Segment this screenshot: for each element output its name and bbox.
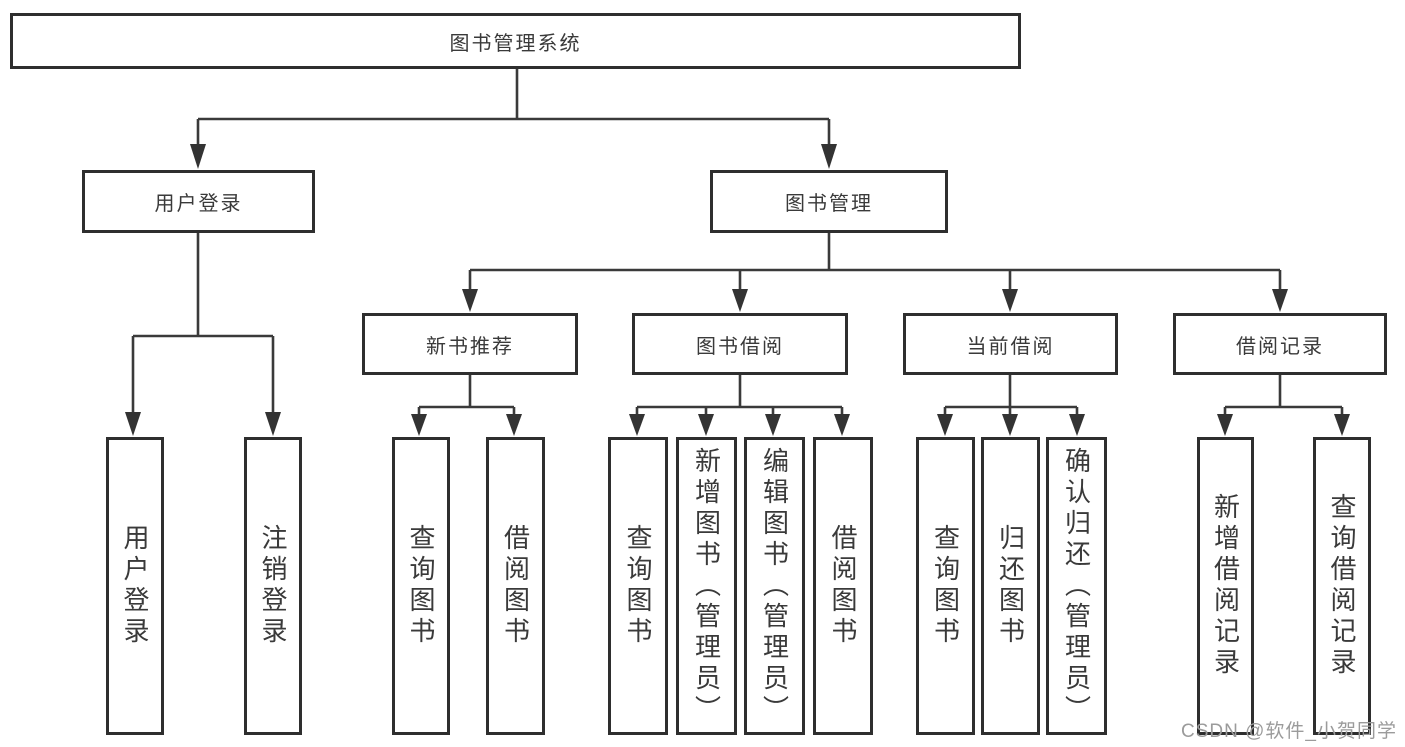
node-leaf-add-borrow-record: 新增借阅记录 bbox=[1197, 437, 1254, 735]
node-borrow-records-label: 借阅记录 bbox=[1236, 335, 1324, 358]
node-leaf-logout-label: 注销登录 bbox=[258, 524, 288, 648]
node-leaf-add-books-admin-label: 新增图书（管理员） bbox=[691, 446, 722, 726]
node-leaf-return-books-label: 归还图书 bbox=[995, 524, 1026, 648]
node-book-borrow: 图书借阅 bbox=[632, 313, 848, 375]
node-leaf-borrow-books: 借阅图书 bbox=[813, 437, 873, 735]
node-current-borrow-label: 当前借阅 bbox=[966, 335, 1055, 358]
node-leaf-add-books-admin: 新增图书（管理员） bbox=[676, 437, 737, 735]
node-library-system-label: 图书管理系统 bbox=[449, 32, 582, 55]
node-user-login-label: 用户登录 bbox=[154, 193, 243, 215]
node-leaf-query-books-borrow-label: 查询图书 bbox=[623, 524, 653, 648]
node-current-borrow: 当前借阅 bbox=[903, 313, 1118, 375]
node-leaf-confirm-return-admin-label: 确认归还（管理员） bbox=[1061, 446, 1092, 726]
node-leaf-query-books-recommend: 查询图书 bbox=[392, 437, 450, 735]
node-leaf-query-books-current-label: 查询图书 bbox=[930, 524, 961, 648]
node-library-system: 图书管理系统 bbox=[10, 13, 1021, 69]
node-leaf-query-borrow-record-label: 查询借阅记录 bbox=[1327, 493, 1357, 679]
node-leaf-borrow-books-recommend: 借阅图书 bbox=[486, 437, 545, 735]
node-new-book-recommend: 新书推荐 bbox=[362, 313, 578, 375]
node-leaf-query-borrow-record: 查询借阅记录 bbox=[1313, 437, 1371, 735]
node-leaf-edit-books-admin: 编辑图书（管理员） bbox=[744, 437, 805, 735]
csdn-watermark: CSDN @软件_小贺同学 bbox=[1181, 721, 1397, 742]
node-leaf-query-books-current: 查询图书 bbox=[916, 437, 975, 735]
node-leaf-borrow-books-label: 借阅图书 bbox=[828, 524, 858, 648]
node-borrow-records: 借阅记录 bbox=[1173, 313, 1387, 375]
node-leaf-edit-books-admin-label: 编辑图书（管理员） bbox=[759, 446, 790, 726]
node-book-management: 图书管理 bbox=[710, 170, 948, 233]
node-leaf-query-books-borrow: 查询图书 bbox=[608, 437, 668, 735]
node-leaf-confirm-return-admin: 确认归还（管理员） bbox=[1046, 437, 1107, 735]
node-user-login: 用户登录 bbox=[82, 170, 315, 233]
node-new-book-recommend-label: 新书推荐 bbox=[426, 335, 514, 358]
node-leaf-return-books: 归还图书 bbox=[981, 437, 1040, 735]
node-book-borrow-label: 图书借阅 bbox=[696, 335, 784, 358]
node-leaf-user-login: 用户登录 bbox=[106, 437, 164, 735]
node-book-management-label: 图书管理 bbox=[785, 193, 873, 215]
node-leaf-borrow-books-recommend-label: 借阅图书 bbox=[500, 524, 531, 648]
node-leaf-logout: 注销登录 bbox=[244, 437, 302, 735]
node-leaf-add-borrow-record-label: 新增借阅记录 bbox=[1210, 493, 1241, 679]
node-leaf-query-books-recommend-label: 查询图书 bbox=[406, 524, 436, 648]
node-leaf-user-login-label: 用户登录 bbox=[120, 524, 150, 648]
